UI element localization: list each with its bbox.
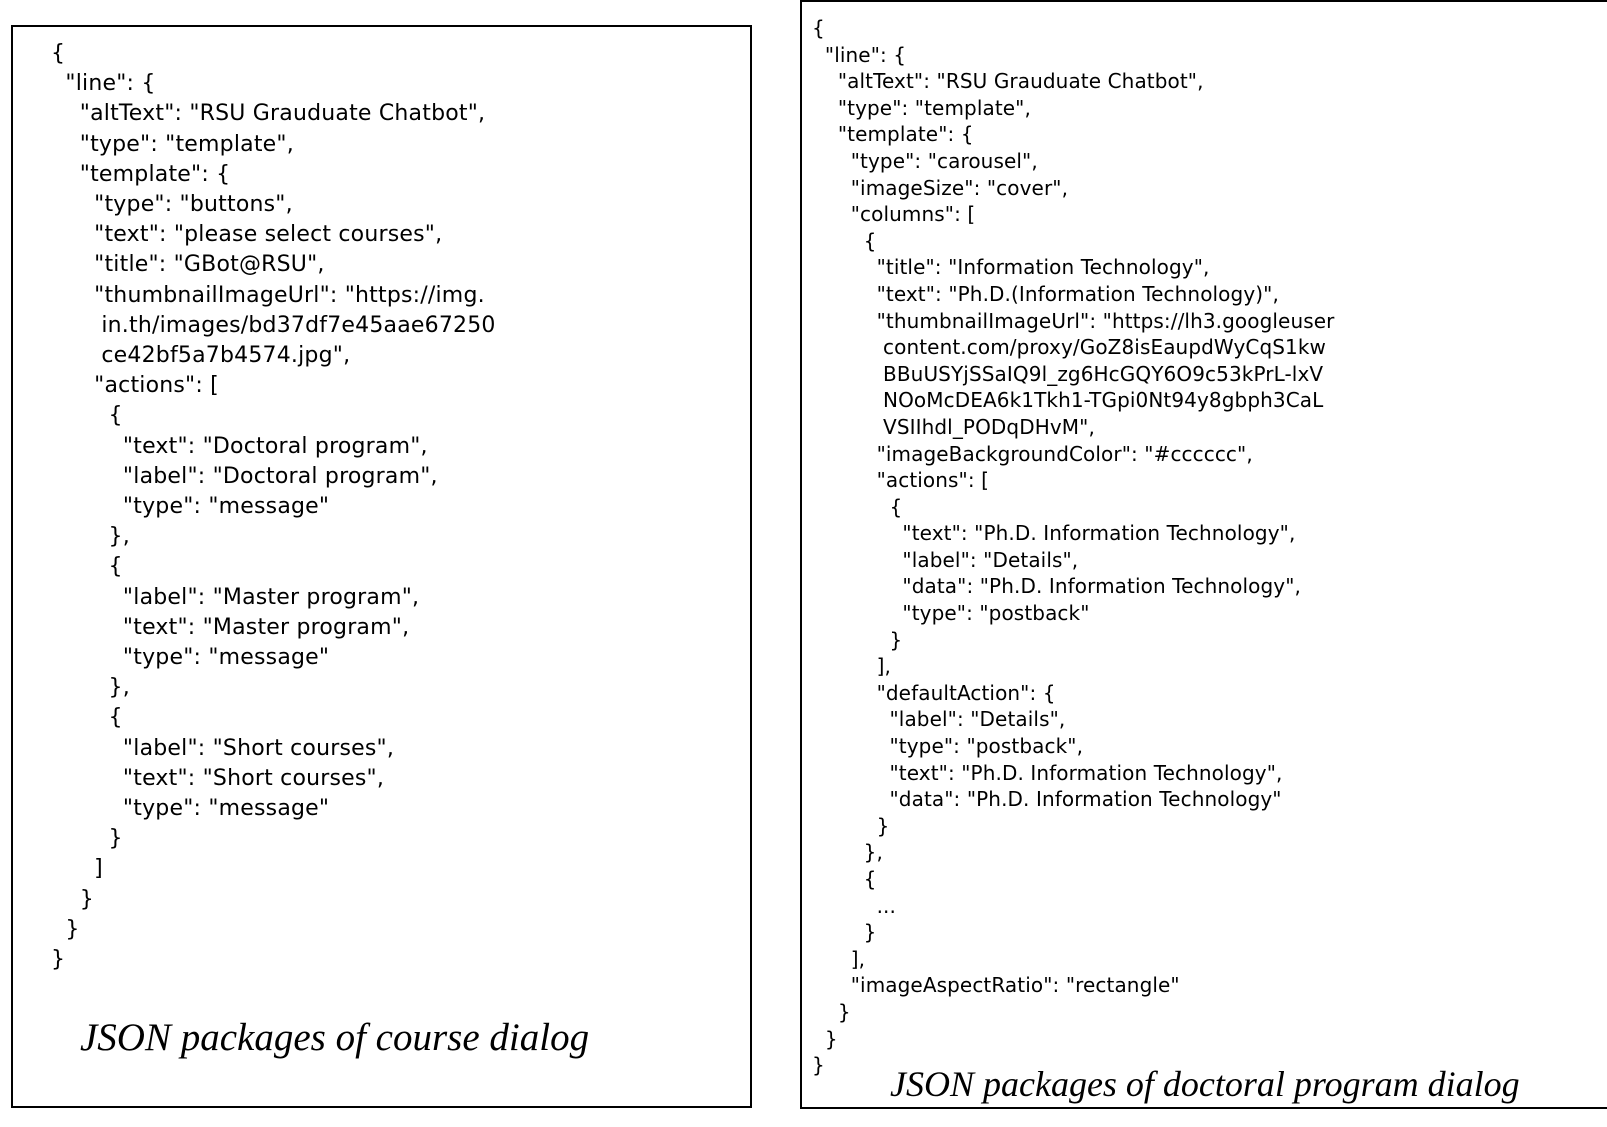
course-dialog-caption: JSON packages of course dialog (80, 1016, 590, 1059)
doctoral-program-dialog-json-code: { "line": { "altText": "RSU Grauduate Ch… (812, 16, 1335, 1078)
doctoral-program-dialog-caption: JSON packages of doctoral program dialog (890, 1064, 1520, 1104)
course-dialog-json-code: { "line": { "altText": "RSU Grauduate Ch… (51, 41, 496, 973)
course-dialog-json-panel: { "line": { "altText": "RSU Grauduate Ch… (11, 25, 752, 1108)
doctoral-program-dialog-json-panel: { "line": { "altText": "RSU Grauduate Ch… (800, 0, 1607, 1109)
